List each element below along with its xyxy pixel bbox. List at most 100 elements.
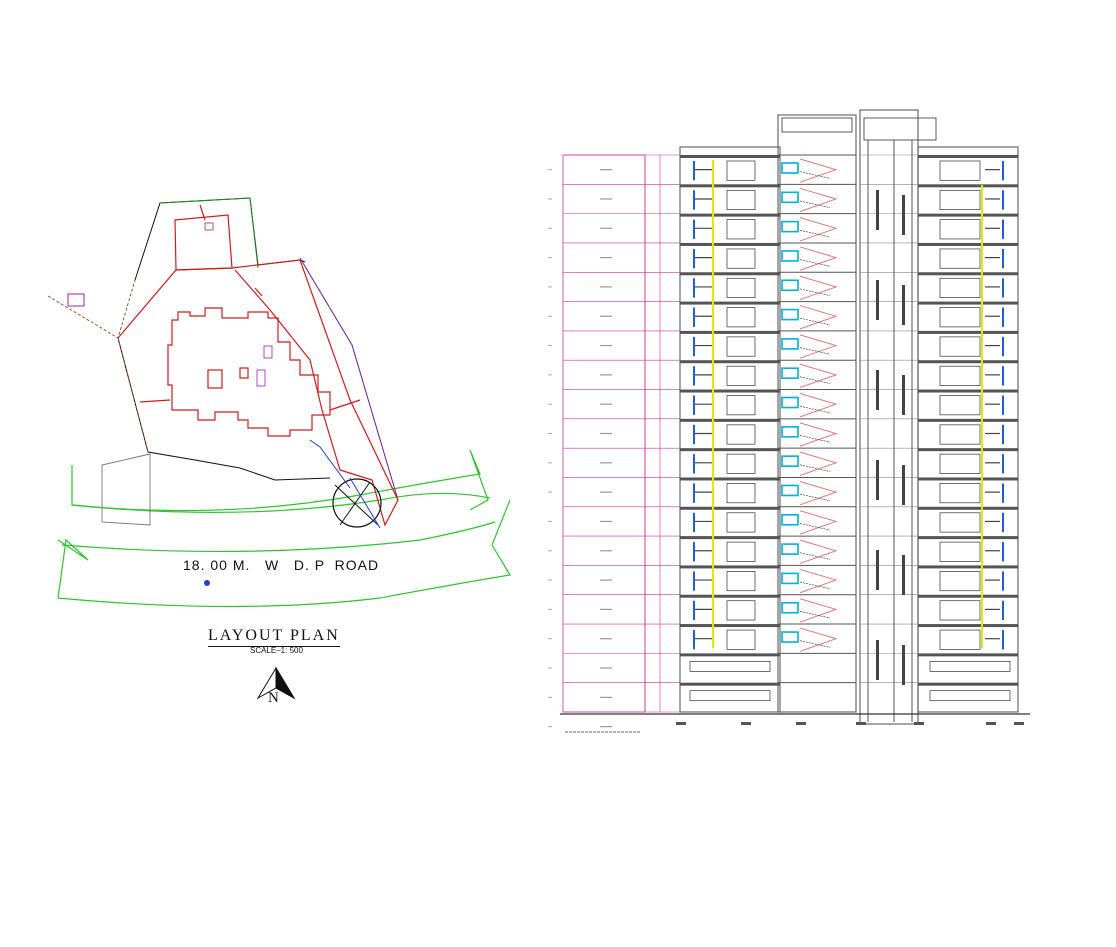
slab-left <box>680 389 780 393</box>
room-box <box>726 424 756 445</box>
road-upper-edge-2 <box>71 492 491 514</box>
north-arrow-icon <box>256 666 296 700</box>
window-icon <box>781 631 799 643</box>
slab-left <box>680 536 780 540</box>
purple-marker-box-3 <box>263 345 273 359</box>
north-label: N <box>268 690 279 706</box>
slab-left <box>680 594 780 598</box>
lift-label-mark <box>902 195 905 235</box>
stair-tread <box>799 435 831 443</box>
window-icon <box>781 543 799 555</box>
entrance-gate <box>309 439 382 529</box>
location-dot <box>204 580 210 586</box>
stair-flight <box>799 480 838 506</box>
site-boundary-west <box>47 279 136 339</box>
slab-left <box>680 301 780 305</box>
road-lower-edge-2 <box>61 521 496 553</box>
slab-left <box>680 653 780 657</box>
stair-tread <box>799 288 831 296</box>
road-label: 18. 00 M. W D. P ROAD <box>183 557 380 573</box>
plan-scale: SCALE–1: 500 <box>250 646 303 655</box>
footing-mark <box>676 722 686 725</box>
slab-left <box>680 565 780 569</box>
lift-label-mark <box>902 555 905 595</box>
room-box <box>939 219 981 240</box>
lift-label-mark <box>902 465 905 505</box>
room-box <box>939 307 981 328</box>
site-boundary-south-west <box>117 337 331 481</box>
slab-right <box>918 418 1018 422</box>
stair-flight <box>799 627 838 652</box>
footing-mark <box>796 722 806 725</box>
stair-flight <box>799 334 838 359</box>
room-box <box>939 277 981 298</box>
room-box <box>726 336 756 357</box>
stair-flight <box>799 246 838 271</box>
purple-marker-box-4 <box>256 369 266 387</box>
window-icon <box>781 455 799 467</box>
slab-left <box>680 477 780 481</box>
window-icon <box>781 484 799 497</box>
stair-flight <box>799 568 838 594</box>
room-box <box>939 189 981 210</box>
stair-tread <box>799 317 831 326</box>
slab-left <box>680 624 780 628</box>
room-box <box>939 629 981 650</box>
site-boundary-black <box>134 197 306 281</box>
stair-tread <box>799 523 831 531</box>
window-icon <box>781 396 799 409</box>
slab-right <box>918 594 1018 598</box>
slab-right <box>918 477 1018 481</box>
room-box <box>726 483 756 504</box>
window-icon <box>781 601 799 614</box>
site-boundary-green <box>159 197 259 269</box>
room-box <box>726 277 756 298</box>
stair-flight <box>799 275 838 301</box>
footing-mark <box>741 722 751 725</box>
slab-right <box>918 448 1018 452</box>
stair-flight <box>799 393 838 418</box>
road <box>57 449 511 608</box>
slab-right <box>918 330 1018 334</box>
slab-left <box>680 330 780 334</box>
stair-flight <box>799 158 838 183</box>
window-icon <box>781 426 799 438</box>
room-box <box>939 541 981 562</box>
room-box <box>939 600 981 621</box>
footing-mark <box>986 722 996 725</box>
lift-label-mark <box>876 280 879 320</box>
stair-tread <box>799 552 831 560</box>
stair-flight <box>799 539 838 564</box>
room-box <box>939 248 981 269</box>
stair-tread <box>799 200 831 208</box>
room-box <box>939 453 981 474</box>
window-icon <box>781 338 799 350</box>
slab-right <box>918 565 1018 569</box>
room-box <box>939 424 981 445</box>
stair-headroom-box <box>781 117 853 133</box>
room-box <box>939 571 981 592</box>
slab-right <box>918 389 1018 393</box>
road-left-edge <box>57 538 89 599</box>
window-icon <box>781 513 799 526</box>
stair-tread <box>799 581 831 590</box>
room-box <box>726 307 756 328</box>
window-icon <box>781 308 799 321</box>
slab-right <box>918 242 1018 246</box>
purple-marker-box <box>67 293 85 307</box>
room-box <box>726 365 756 386</box>
lift-label-mark <box>902 645 905 685</box>
slab-left <box>680 506 780 510</box>
slab-left <box>680 272 780 276</box>
stair-tread <box>799 640 831 648</box>
parking-box <box>689 661 771 672</box>
stair-flight <box>799 217 838 242</box>
parking-box <box>929 661 1011 672</box>
room-box <box>939 395 981 416</box>
stair-flight <box>799 598 838 623</box>
stair-tread <box>799 347 831 355</box>
stair-tread <box>799 405 831 414</box>
wing-right-outline <box>917 146 1019 713</box>
stair-flight <box>799 451 838 476</box>
